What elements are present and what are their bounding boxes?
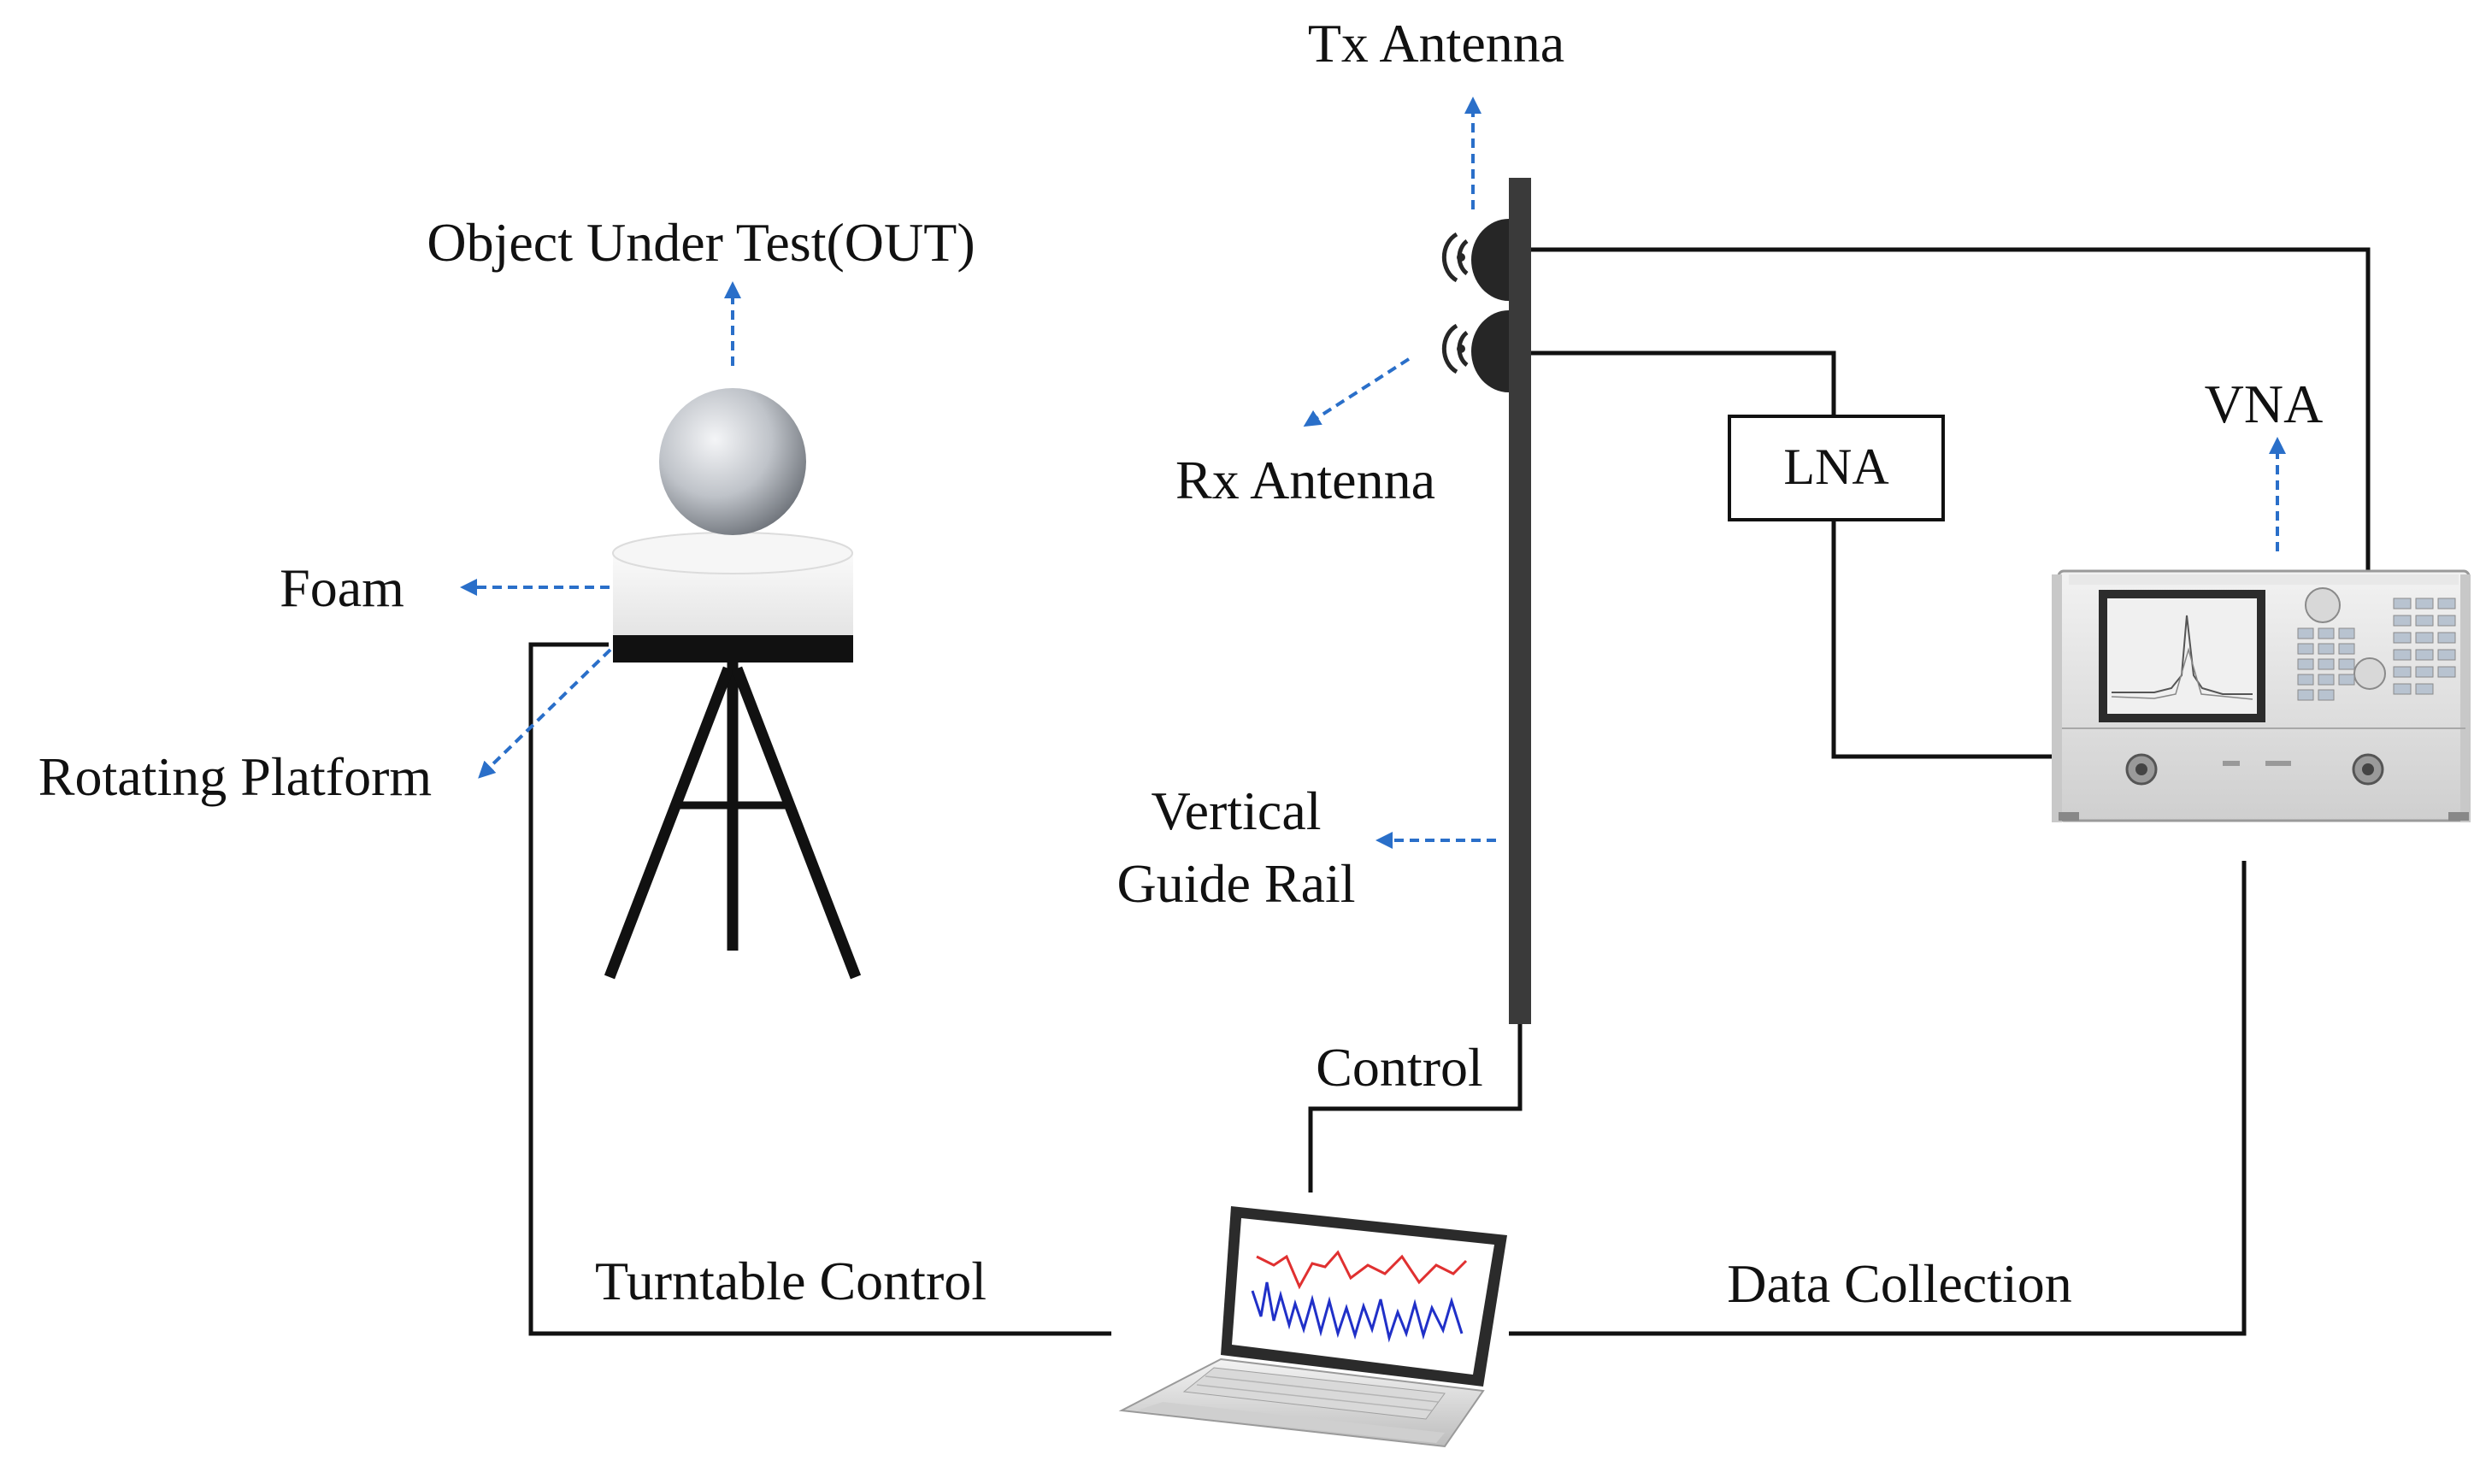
rx-to-lna-wire bbox=[1530, 350, 1836, 416]
data-collection-wire bbox=[1509, 861, 2247, 1336]
rotating-platform-label: Rotating Platform bbox=[38, 746, 432, 807]
foam-label: Foam bbox=[280, 557, 404, 618]
control-label: Control bbox=[1316, 1037, 1483, 1098]
rotating-platform-arrow bbox=[478, 648, 612, 779]
data-collection-label: Data Collection bbox=[1727, 1253, 2071, 1314]
tx-antenna-label: Tx Antenna bbox=[1308, 13, 1564, 74]
lna-to-vna-wire bbox=[1831, 520, 2141, 759]
rx-antenna-icon bbox=[1441, 310, 1509, 392]
callout-arrows bbox=[460, 97, 2286, 849]
object-under-test-label: Object Under Test(OUT) bbox=[427, 212, 975, 273]
turntable-control-label: Turntable Control bbox=[595, 1251, 987, 1311]
vertical-guide-rail bbox=[1509, 178, 1531, 1024]
turntable-control-wire bbox=[528, 642, 1111, 1336]
control-wire bbox=[1308, 1022, 1523, 1192]
vna-instrument bbox=[2052, 569, 2471, 822]
rx-antenna-label: Rx Antenna bbox=[1175, 450, 1435, 510]
vertical-guide-rail-label-line1: Vertical bbox=[1152, 780, 1322, 841]
vna-label: VNA bbox=[2205, 374, 2324, 434]
laptop bbox=[1118, 1206, 1507, 1448]
lna-box bbox=[1728, 415, 1945, 521]
vertical-guide-rail-label-line2: Guide Rail bbox=[1116, 853, 1355, 914]
tripod bbox=[604, 662, 862, 980]
object-under-test-sphere bbox=[659, 388, 806, 535]
tx-antenna-icon bbox=[1441, 219, 1509, 301]
rx-antenna-arrow bbox=[1303, 357, 1411, 427]
foam-block bbox=[612, 532, 853, 635]
rotating-platform bbox=[613, 632, 853, 662]
lna-label: LNA bbox=[1783, 439, 1888, 495]
